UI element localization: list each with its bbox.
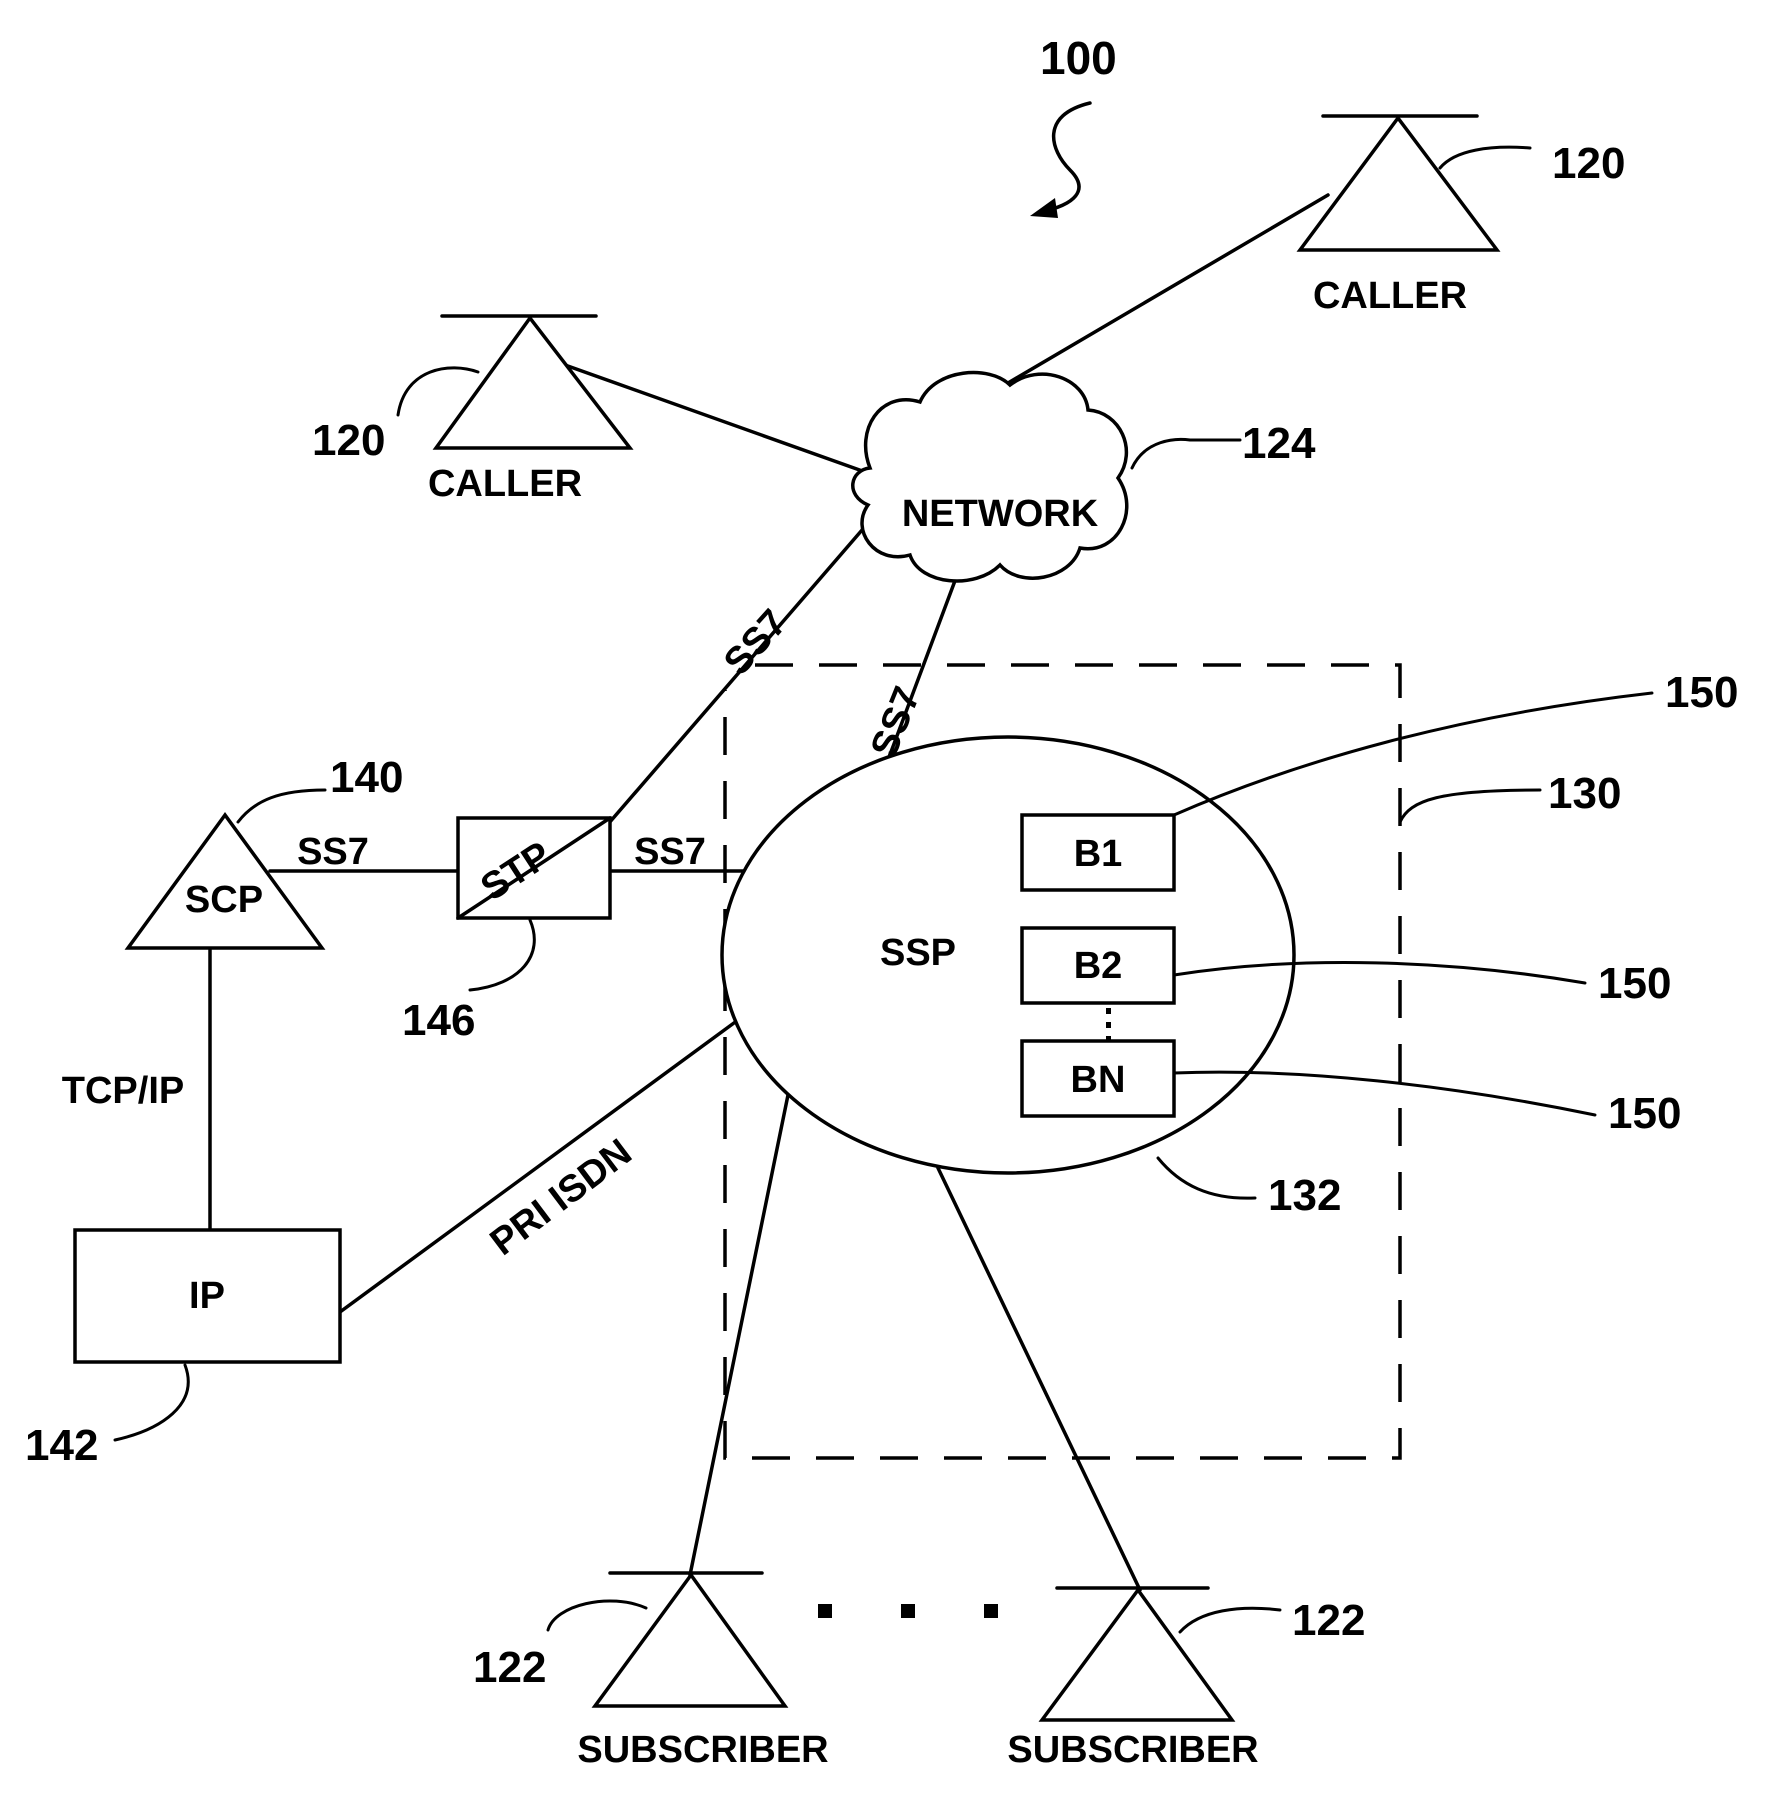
ssp-ellipse <box>722 737 1294 1173</box>
switch-site-leader <box>1400 790 1540 822</box>
subscriber-right-label: SUBSCRIBER <box>1007 1729 1258 1771</box>
button-ellipsis <box>1106 1008 1111 1042</box>
network-leader <box>1132 439 1240 468</box>
figure-number: 100 <box>1040 32 1117 84</box>
subscriber-ellipsis <box>818 1604 998 1618</box>
button-b2-label: B2 <box>1074 945 1123 987</box>
subscriber-right-icon <box>1042 1590 1232 1720</box>
link-stp-network-label: SS7 <box>716 602 795 683</box>
link-ssp-subscriber-left <box>690 1095 788 1575</box>
button-b2-ref: 150 <box>1598 959 1671 1008</box>
link-scp-ip-label: TCP/IP <box>62 1070 184 1112</box>
network-label: NETWORK <box>902 493 1099 535</box>
link-caller-right-network <box>1008 195 1328 383</box>
link-ip-ssp <box>340 1020 738 1312</box>
link-caller-left-network <box>565 365 868 473</box>
button-b1-ref: 150 <box>1665 668 1738 717</box>
subscriber-left-leader <box>548 1601 646 1630</box>
ip-leader <box>115 1365 188 1440</box>
figure-arrow <box>1040 103 1090 212</box>
caller-left-label: CALLER <box>428 463 582 505</box>
subscriber-right-leader <box>1180 1608 1280 1632</box>
scp-leader <box>238 790 325 822</box>
button-bn-ref: 150 <box>1608 1089 1681 1138</box>
ip-ref: 142 <box>25 1421 98 1470</box>
caller-right-leader <box>1440 147 1530 168</box>
network-ref: 124 <box>1242 419 1316 468</box>
caller-left-icon <box>436 318 630 448</box>
ip-label: IP <box>189 1275 225 1317</box>
link-stp-ssp-label: SS7 <box>634 831 706 873</box>
ssp-ref: 132 <box>1268 1171 1341 1220</box>
link-scp-stp-label: SS7 <box>297 831 369 873</box>
subscriber-left-label: SUBSCRIBER <box>577 1729 828 1771</box>
switch-site-ref: 130 <box>1548 769 1621 818</box>
scp-label: SCP <box>185 879 263 921</box>
caller-right-icon <box>1300 118 1497 250</box>
ssp-label: SSP <box>880 932 956 974</box>
stp-leader <box>470 920 534 990</box>
figure-arrowhead <box>1030 198 1058 218</box>
subscriber-left-ref: 122 <box>473 1643 546 1692</box>
button-bn-label: BN <box>1071 1059 1126 1101</box>
subscriber-right-ref: 122 <box>1292 1596 1365 1645</box>
ssp-leader <box>1158 1158 1255 1198</box>
subscriber-left-icon <box>595 1575 785 1706</box>
caller-left-ref: 120 <box>312 416 385 465</box>
caller-right-label: CALLER <box>1313 275 1467 317</box>
button-b1-label: B1 <box>1074 833 1123 875</box>
scp-ref: 140 <box>330 753 403 802</box>
network-cloud <box>853 373 1127 581</box>
caller-right-ref: 120 <box>1552 139 1625 188</box>
stp-ref: 146 <box>402 996 475 1045</box>
link-ssp-subscriber-right <box>938 1168 1140 1590</box>
